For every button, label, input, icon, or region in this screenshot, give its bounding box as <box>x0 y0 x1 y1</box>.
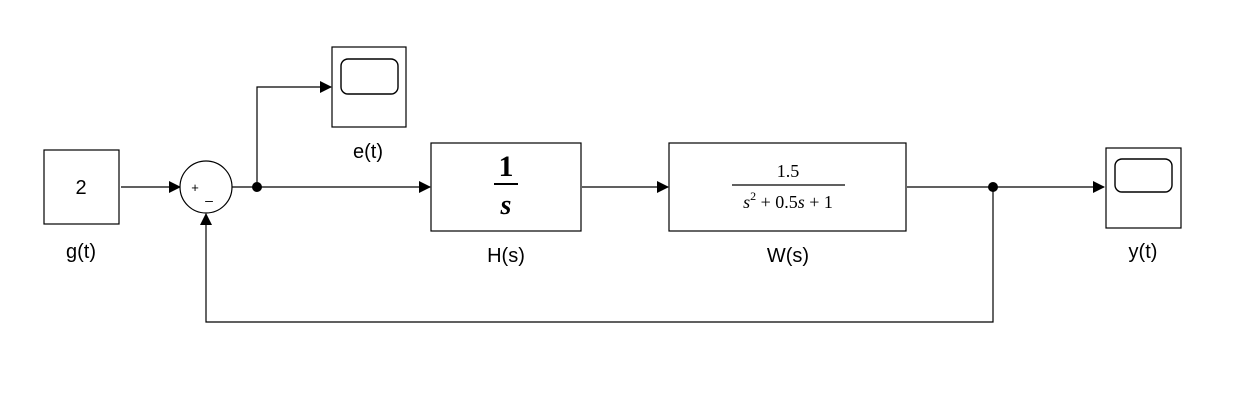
plant-block[interactable]: 1.5 s2 + 0.5s + 1 <box>668 142 907 232</box>
plant-numerator: 1.5 <box>777 161 800 181</box>
integrator-denominator: s <box>500 190 512 221</box>
sum-block[interactable]: + – <box>179 160 233 214</box>
wires <box>121 81 1105 323</box>
feedback-wire[interactable] <box>200 187 994 323</box>
scope-screen-icon <box>1114 158 1173 193</box>
integrator-block[interactable]: 1 s <box>430 142 582 232</box>
branch-point-error <box>252 182 262 192</box>
scope-error-label: e(t) <box>353 141 383 163</box>
sum-plus-sign: + <box>191 180 199 195</box>
scope-error-block[interactable] <box>331 46 407 128</box>
integrator-label: H(s) <box>487 245 525 267</box>
plant-label: W(s) <box>767 245 809 267</box>
scope-screen-icon <box>340 58 399 95</box>
sum-minus-sign: – <box>205 192 213 208</box>
wire-to-e-scope[interactable] <box>256 81 332 187</box>
constant-label: g(t) <box>66 241 96 263</box>
constant-block[interactable]: 2 <box>43 149 120 225</box>
branch-point-output <box>988 182 998 192</box>
integrator-numerator: 1 <box>499 150 514 183</box>
scope-output-block[interactable] <box>1105 147 1182 229</box>
scope-output-label: y(t) <box>1129 241 1158 263</box>
constant-value: 2 <box>75 177 86 199</box>
plant-denominator: s2 + 0.5s + 1 <box>743 189 833 212</box>
